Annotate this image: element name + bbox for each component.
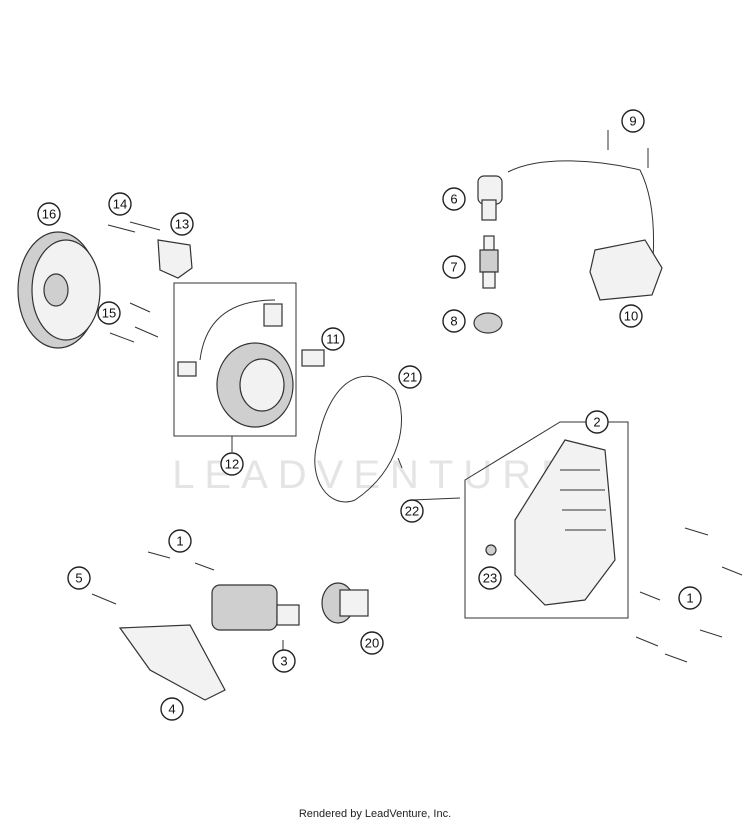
callout-13: 13 — [170, 212, 194, 236]
stator-12-part — [177, 299, 294, 428]
svg-text:12: 12 — [225, 457, 239, 472]
plug-cap-6-part — [477, 175, 503, 221]
washer-23-part — [485, 544, 497, 556]
callout-8: 8 — [442, 309, 466, 333]
bolt-9-part — [607, 130, 649, 168]
svg-text:10: 10 — [624, 309, 638, 324]
svg-text:3: 3 — [280, 654, 287, 669]
callout-1-a: 1 — [168, 529, 192, 553]
guard-4-part — [118, 624, 226, 701]
svg-text:8: 8 — [450, 314, 457, 329]
gear-20-part — [321, 582, 369, 624]
svg-text:9: 9 — [629, 114, 636, 129]
stator-12-box — [173, 282, 297, 437]
callout-5: 5 — [67, 566, 91, 590]
pin-22-part — [397, 457, 461, 501]
svg-text:21: 21 — [403, 370, 417, 385]
callout-11: 11 — [321, 327, 345, 351]
spark-plug-7-part — [479, 235, 499, 289]
bolt-5-part — [91, 593, 117, 605]
bolt-1-right-part — [635, 527, 743, 663]
bracket-13-part — [157, 239, 193, 279]
callout-4: 4 — [160, 697, 184, 721]
seal-8-part — [473, 312, 503, 334]
svg-text:11: 11 — [326, 332, 340, 347]
ignition-cover-2-part — [514, 439, 616, 606]
svg-text:22: 22 — [405, 504, 419, 519]
callout-1-b: 1 — [678, 586, 702, 610]
ignition-coil-10-part — [589, 239, 663, 301]
svg-text:1: 1 — [686, 591, 693, 606]
svg-text:23: 23 — [483, 571, 497, 586]
svg-text:13: 13 — [175, 217, 189, 232]
callout-3: 3 — [272, 649, 296, 673]
callout-2: 2 — [585, 410, 609, 434]
connector-11-part — [301, 349, 325, 367]
svg-text:16: 16 — [42, 207, 56, 222]
svg-text:20: 20 — [365, 636, 379, 651]
callout-15: 15 — [97, 301, 121, 325]
svg-text:6: 6 — [450, 192, 457, 207]
screw-14-part — [107, 221, 161, 233]
gasket-21-part — [314, 375, 402, 503]
svg-text:5: 5 — [75, 571, 82, 586]
callout-23: 23 — [478, 566, 502, 590]
flywheel-part — [17, 231, 101, 349]
svg-text:4: 4 — [168, 702, 175, 717]
callout-10: 10 — [619, 304, 643, 328]
bolt-15-part — [109, 302, 159, 343]
callout-7: 7 — [442, 255, 466, 279]
callout-20: 20 — [360, 631, 384, 655]
hv-cable-part — [507, 160, 655, 273]
svg-text:1: 1 — [176, 534, 183, 549]
callout-6: 6 — [442, 187, 466, 211]
svg-text:7: 7 — [450, 260, 457, 275]
svg-text:15: 15 — [102, 306, 116, 321]
callout-12: 12 — [220, 452, 244, 476]
svg-text:2: 2 — [593, 415, 600, 430]
callout-14: 14 — [108, 192, 132, 216]
bolt-1-left-part — [147, 551, 215, 571]
rendered-by-footer: Rendered by LeadVenture, Inc. — [298, 808, 452, 820]
callout-16: 16 — [37, 202, 61, 226]
callout-22: 22 — [400, 499, 424, 523]
callout-21: 21 — [398, 365, 422, 389]
starter-motor-3-part — [211, 584, 300, 631]
svg-text:14: 14 — [113, 197, 127, 212]
callout-9: 9 — [621, 109, 645, 133]
